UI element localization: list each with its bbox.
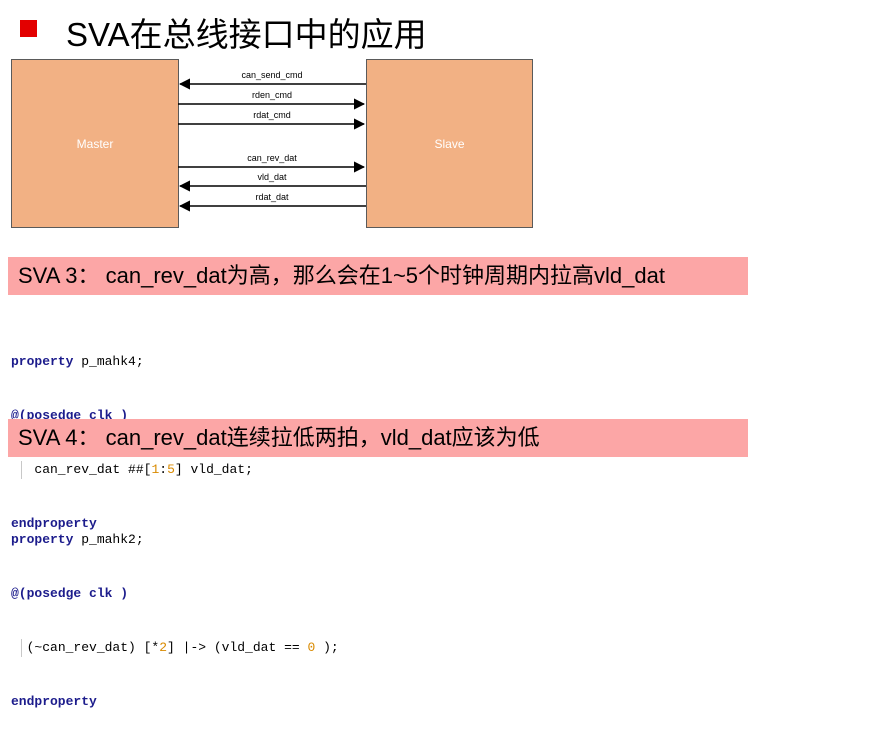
- master-label: Master: [76, 136, 114, 151]
- indent-guide: [21, 639, 22, 657]
- code-text: (~can_rev_dat) [*: [26, 640, 160, 655]
- indent-guide: [21, 461, 22, 479]
- keyword: endproperty: [11, 694, 97, 709]
- signal-label-can-send-cmd: can_send_cmd: [241, 70, 303, 80]
- signal-arrows: [178, 78, 366, 212]
- code-text: :: [159, 462, 168, 477]
- slave-block: Slave: [366, 59, 533, 228]
- code-text: ] |-> (vld_dat ==: [167, 640, 308, 655]
- slide-title: SVA在总线接口中的应用: [66, 16, 427, 53]
- sva4-code-block: property p_mahk2; @(posedge clk ) (~can_…: [11, 495, 339, 729]
- keyword: posedge: [26, 586, 82, 601]
- sva4-heading: SVA 4： can_rev_dat连续拉低两拍，vld_dat应该为低: [8, 419, 748, 457]
- slave-label: Slave: [434, 136, 465, 151]
- sva3-code-block: property p_mahk4; @(posedge clk ) can_re…: [11, 317, 253, 551]
- code-text: @(: [11, 586, 27, 601]
- signal-label-rdat-dat: rdat_dat: [255, 192, 289, 202]
- number: 0: [307, 640, 316, 655]
- signal-label-vld-dat: vld_dat: [257, 172, 287, 182]
- title-bullet: [20, 20, 37, 37]
- number: 1: [151, 462, 160, 477]
- sva3-heading: SVA 3： can_rev_dat为高，那么会在1~5个时钟周期内拉高vld_…: [8, 257, 748, 295]
- master-block: Master: [11, 59, 179, 228]
- keyword: property: [11, 354, 74, 369]
- code-text: p_mahk2;: [73, 532, 144, 547]
- code-text: ] vld_dat;: [174, 462, 253, 477]
- keyword: property: [11, 532, 74, 547]
- code-text: );: [315, 640, 339, 655]
- number: 2: [159, 640, 168, 655]
- code-text: can_rev_dat ##[: [34, 462, 152, 477]
- signal-label-rdat-cmd: rdat_cmd: [253, 110, 291, 120]
- code-text: clk ): [81, 586, 129, 601]
- number: 5: [167, 462, 175, 477]
- signal-label-rden-cmd: rden_cmd: [251, 90, 293, 100]
- signal-label-can-rev-dat: can_rev_dat: [247, 153, 297, 163]
- keyword: endproperty: [11, 516, 97, 531]
- code-text: p_mahk4;: [73, 354, 144, 369]
